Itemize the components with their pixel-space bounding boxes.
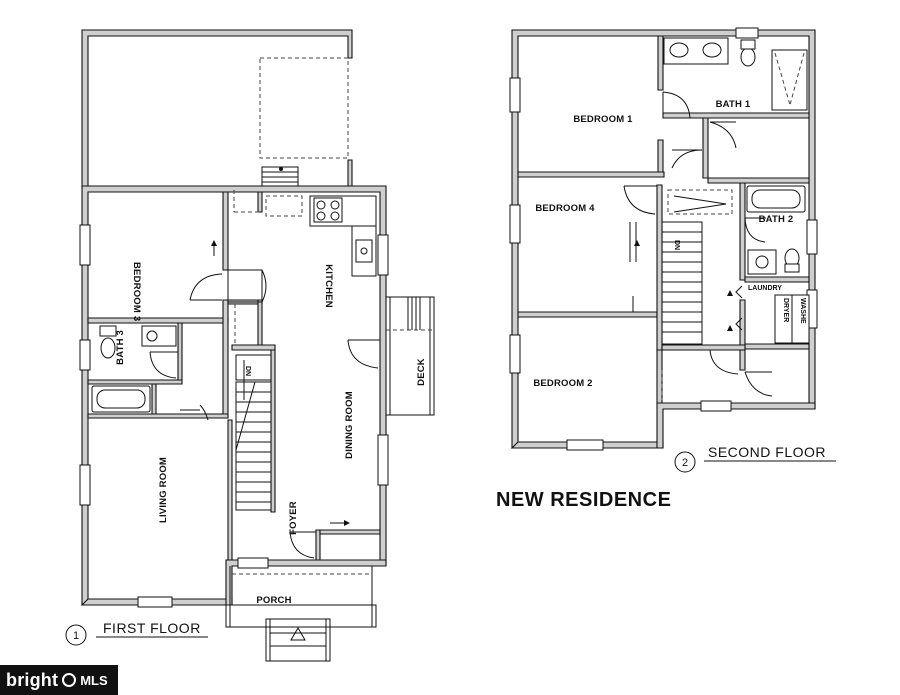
dryer-label: DRYER xyxy=(782,298,789,322)
first-floor-plan: BEDROOM 3 BATH 3 LIVING ROOM KITCHEN DIN… xyxy=(65,29,435,662)
bath-1-label: BATH 1 xyxy=(716,99,751,110)
first-floor-number: 1 xyxy=(73,630,79,642)
watermark-circle-icon xyxy=(62,673,77,687)
bedroom-3-label: BEDROOM 3 xyxy=(131,262,142,321)
second-floor-number: 2 xyxy=(682,457,688,469)
watermark-suffix: MLS xyxy=(80,672,108,688)
second-floor-stair-dn-label: DN xyxy=(673,240,680,250)
washer-label: WASHE xyxy=(799,298,806,324)
laundry-label: LAUNDRY xyxy=(748,285,782,292)
foyer-label: FOYER xyxy=(288,501,299,535)
dining-room-label: DINING ROOM xyxy=(344,391,355,459)
first-floor-number-circle xyxy=(65,624,87,646)
drawing-title: NEW RESIDENCE xyxy=(496,489,671,511)
porch-label: PORCH xyxy=(256,595,291,606)
second-floor-plan: DRYER WASHE xyxy=(509,27,836,473)
first-floor-title: FIRST FLOOR xyxy=(103,620,201,636)
deck-label: DECK xyxy=(416,358,427,386)
bath-2-label: BATH 2 xyxy=(759,214,794,225)
watermark-brand: bright xyxy=(6,669,59,690)
bedroom-1-label: BEDROOM 1 xyxy=(573,114,633,125)
watermark-logo: bright MLS xyxy=(0,665,118,695)
bedroom-2-label: BEDROOM 2 xyxy=(533,378,592,389)
kitchen-label: KITCHEN xyxy=(323,264,334,308)
first-floor-stair-dn-label: DN xyxy=(244,366,251,376)
second-floor-number-circle xyxy=(674,451,696,473)
bath-3-label: BATH 3 xyxy=(115,330,126,365)
bedroom-4-label: BEDROOM 4 xyxy=(535,203,595,214)
living-room-label: LIVING ROOM xyxy=(158,457,169,523)
second-floor-title: SECOND FLOOR xyxy=(708,444,826,460)
